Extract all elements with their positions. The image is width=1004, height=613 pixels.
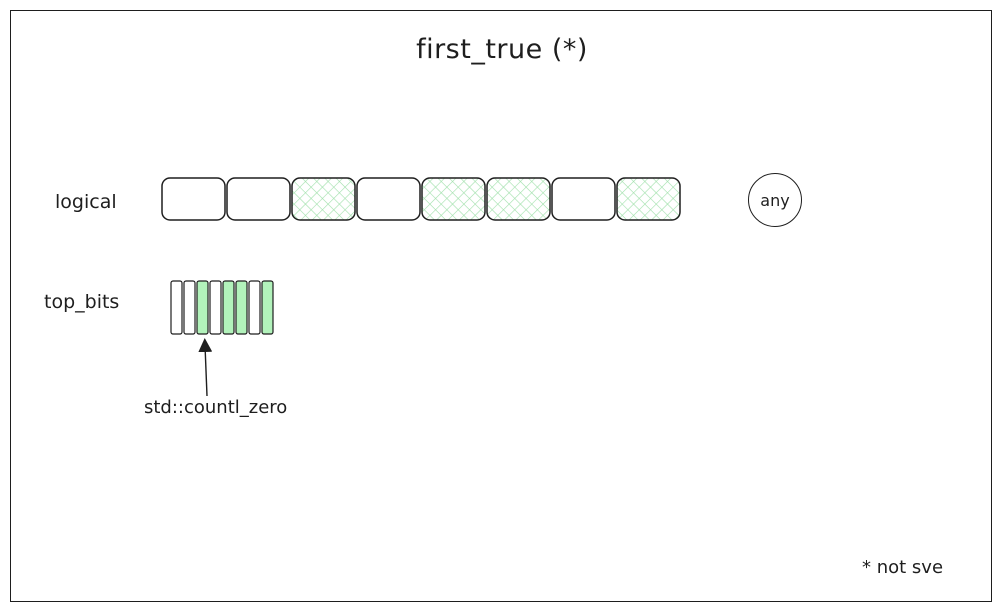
top-bit-3 (209, 280, 222, 335)
logical-lane-1 (226, 177, 291, 221)
top-bit-5 (235, 280, 248, 335)
top-bit-6 (248, 280, 261, 335)
logical-lane-3 (356, 177, 421, 221)
diagram-frame (10, 10, 992, 602)
top-bit-2 (196, 280, 209, 335)
logical-lane-6 (551, 177, 616, 221)
top-bits-row-label: top_bits (44, 291, 120, 313)
logical-row-label: logical (55, 191, 117, 213)
logical-lane-0 (161, 177, 226, 221)
logical-lane-5 (486, 177, 551, 221)
top-bits-lanes (170, 280, 274, 335)
logical-lane-4 (421, 177, 486, 221)
footnote: * not sve (862, 557, 944, 578)
logical-lane-2 (291, 177, 356, 221)
any-node: any (748, 173, 802, 227)
top-bit-7 (261, 280, 274, 335)
top-bit-0 (170, 280, 183, 335)
top-bit-4 (222, 280, 235, 335)
diagram-title: first_true (*) (416, 34, 588, 65)
logical-lanes (161, 177, 681, 221)
top-bit-1 (183, 280, 196, 335)
logical-lane-7 (616, 177, 681, 221)
countl-zero-annotation: std::countl_zero (144, 397, 288, 418)
countl-zero-arrow (198, 338, 213, 397)
any-label: any (760, 190, 790, 210)
